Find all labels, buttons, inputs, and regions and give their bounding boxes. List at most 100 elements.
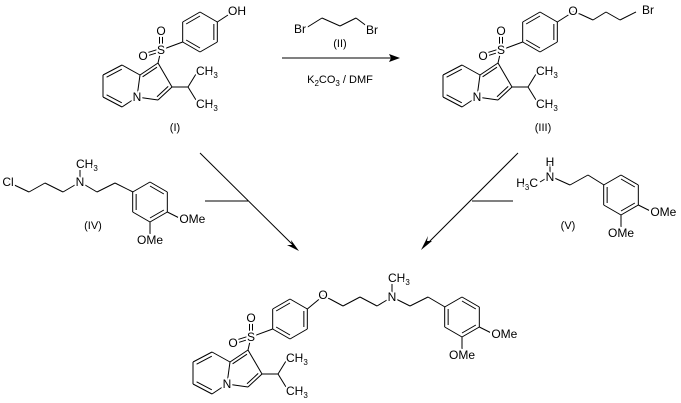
compound-I-phenyl-double-bond: [185, 39, 201, 49]
compound-I-pyridine-bond: [121, 64, 141, 76]
compound-I-pyridine-double: [106, 68, 123, 78]
compound-I-phenyl-bond: [182, 41, 201, 53]
compound-I-isopropyl-bond: [187, 86, 197, 101]
compound-V-chain-bond: [539, 175, 551, 183]
arrowhead-right: [421, 236, 432, 250]
product-phenyl-double-bond: [275, 326, 291, 336]
compound-III-chain-bond: [579, 13, 594, 21]
product-aryl-methoxy-bond: [479, 326, 492, 334]
compound-IV-phenyl-bond: [149, 181, 168, 193]
compound-I-pyrrole-bond: [136, 96, 159, 101]
compound-III-chain-bond: [619, 11, 637, 21]
compound-V-methoxy-label: OMe: [608, 226, 634, 240]
compound-III-pyridine-bond: [461, 96, 478, 108]
compound-I-isopropyl-bond: [187, 73, 197, 88]
compound-I-pyridine-bond: [121, 96, 138, 108]
compound-IV-chain-bond: [7, 181, 30, 193]
product-phenyl-double-bond: [275, 302, 291, 312]
product-isopropyl-bond: [277, 360, 287, 375]
compound-I-pyridine-bond: [102, 64, 123, 76]
product-s-aryl-bond: [250, 328, 273, 338]
compound-IV-phenyl-bond: [132, 181, 151, 193]
compound-IV-phenyl-bond: [149, 211, 168, 223]
compound-V-chain-bond: [549, 175, 571, 186]
product-aryl-phenyl-double-bond: [461, 300, 477, 310]
product-chain-bond: [376, 296, 393, 307]
bonds: [7, 11, 651, 395]
compound-III-phenyl-bond: [522, 11, 541, 23]
product-oxygen-label: O: [318, 288, 327, 302]
compound-I-pyridine-bond: [102, 96, 123, 108]
compound-II-chain-bond: [305, 17, 323, 29]
compound-IV-chain-bond: [28, 182, 46, 193]
compound-I-methyl-label: CH3: [196, 97, 218, 113]
compound-IV-phenyl-double-bond: [149, 209, 165, 219]
compound-I-pyridine-double: [106, 94, 123, 104]
product-chain-bond: [322, 295, 331, 300]
compound-I-methyl-label: CH3: [196, 64, 218, 80]
compound-III-pyrrole-bond: [476, 96, 499, 101]
product-phenyl-bond: [272, 298, 291, 310]
compound-V-phenyl-bond: [620, 204, 639, 216]
compound-III-chain-bond: [572, 11, 581, 15]
product-aryl-methoxy-label: OMe: [491, 327, 517, 341]
compound-labels: (I) (II) (III) (IV) (V) K2CO3 / DMF: [84, 38, 575, 232]
compound-III-isopropyl-bond: [527, 73, 537, 88]
compound-II-chain-bond: [339, 17, 357, 27]
compound-V-hydrogen-label: H: [546, 155, 555, 169]
product-pyrrole-bond: [247, 349, 263, 375]
product-pyrrole-double: [232, 353, 248, 365]
compound-III-methyl-label: CH3: [536, 97, 558, 113]
compound-I-pyrrole-double: [156, 86, 169, 98]
product-aryl-phenyl-bond: [444, 296, 463, 308]
compound-III-pyrrole-bond: [497, 86, 513, 101]
compound-III-pyridine-bond: [442, 64, 463, 76]
product-chain-bond: [307, 295, 324, 310]
compound-III-phenyl-bond: [539, 11, 558, 23]
product-pyrrole-bond: [247, 373, 263, 388]
product-oxygen-label: O: [246, 311, 255, 325]
compound-I-phenyl-double-bond: [185, 15, 201, 25]
compound-III-pyrrole-bond: [479, 62, 499, 76]
compound-III-nitrogen-label: N: [473, 90, 482, 104]
product-pyridine-bond: [226, 361, 231, 385]
compound-III-pyrrole-double: [482, 66, 498, 78]
compound-III-oxygen-label: O: [478, 49, 487, 63]
compound-I-pyrrole-bond: [157, 86, 173, 101]
compound-I-pyrrole-bond: [157, 62, 173, 88]
compound-III-phenyl-double-bond: [525, 39, 541, 49]
compound-V-phenyl-double-bond: [620, 178, 636, 188]
product-chain-bond: [409, 296, 429, 307]
compound-V-methoxy-label: OMe: [650, 205, 676, 219]
compound-III-oxygen-label: O: [568, 4, 577, 18]
arrowhead-left: [287, 240, 299, 251]
compound-I-s-o-double-bond: [144, 48, 161, 55]
compound-III-pyridine-bond: [442, 96, 463, 108]
compound-III-chain-bond: [592, 11, 607, 21]
compound-IV-chlorine-label: Cl: [2, 175, 13, 189]
compound-III-bromine-label: Br: [642, 3, 654, 17]
compound-III-pyridine-double: [446, 94, 463, 104]
product-chain-bond: [342, 296, 361, 307]
compound-IV-phenyl-double-bond: [149, 185, 165, 195]
compound-III-s-aryl-bond: [500, 41, 523, 51]
product-aryl-phenyl-double-bond: [461, 324, 477, 334]
compound-III-phenyl-bond: [539, 41, 558, 53]
label-compound-IV: (IV): [84, 220, 102, 232]
compound-IV-methoxy-label: OMe: [137, 233, 163, 247]
product-s-o-double-bond: [234, 335, 251, 342]
product-isopropyl-bond: [277, 373, 287, 388]
product-aryl-methoxy-label: OMe: [449, 348, 475, 362]
reaction-arrow-left: [199, 152, 295, 247]
compound-III-isopropyl-bond: [527, 86, 537, 101]
compound-IV-chain-bond: [96, 182, 116, 193]
product-s-o-double-bond: [235, 337, 252, 344]
product-pyridine-double: [196, 355, 213, 365]
compound-I-phenyl-bond: [199, 41, 218, 53]
compound-I-pyrrole-double: [142, 66, 158, 78]
compound-I-hydroxyl-label: OH: [228, 4, 246, 18]
compound-III-pyrrole-bond: [497, 62, 513, 88]
product-oxygen-label: O: [228, 336, 237, 350]
